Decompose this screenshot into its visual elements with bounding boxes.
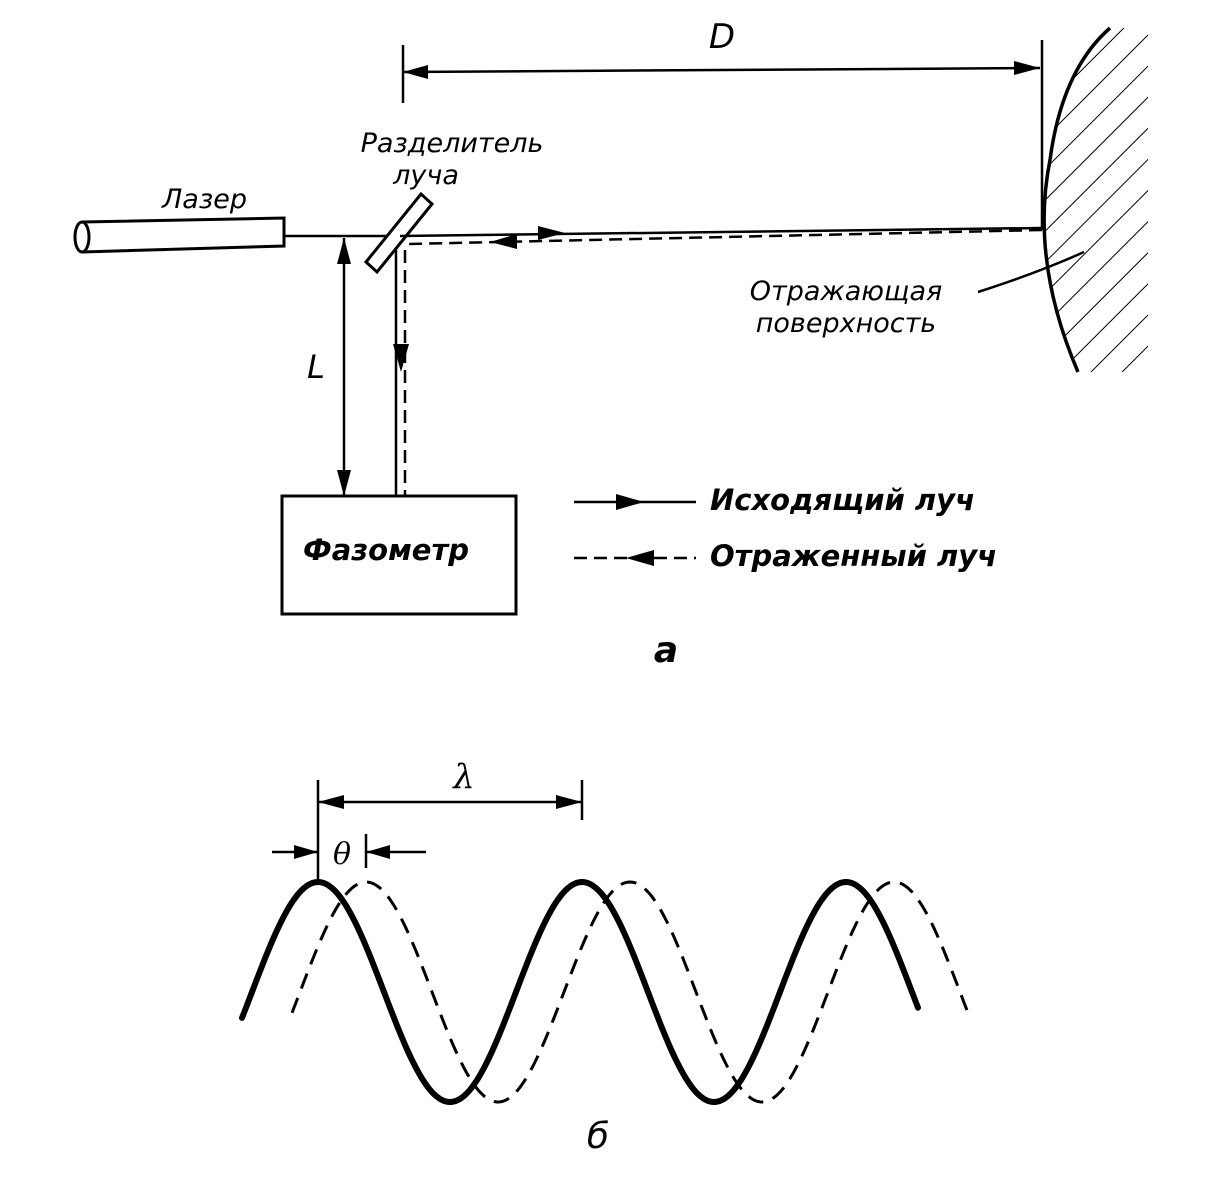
outgoing-beam <box>284 226 1043 240</box>
laser: Лазер <box>73 184 286 254</box>
beams-to-phasemeter <box>393 250 409 496</box>
reflected-beam <box>407 228 1043 249</box>
reflecting-surface-label-line1: Отражающая <box>750 276 942 307</box>
phasemeter: Фазометр <box>280 494 518 616</box>
laser-label: Лазер <box>161 184 247 215</box>
caption-b: б <box>587 1116 609 1157</box>
outgoing-wave <box>239 878 921 1106</box>
legend-reflected-label: Отраженный луч <box>710 539 997 573</box>
diagram-a: D Лазер Разделитель луча <box>73 17 1148 671</box>
legend-outgoing: Исходящий луч <box>574 483 975 517</box>
caption-a: а <box>654 630 678 671</box>
reflecting-surface-annotation: Отражающая поверхность <box>750 250 1085 339</box>
beam-splitter-label-line2: луча <box>392 160 459 191</box>
distance-d-dimension: D <box>401 17 1041 103</box>
legend: Исходящий луч Отраженный луч <box>574 483 997 573</box>
distance-l-label: L <box>307 348 325 386</box>
wavelength-label: λ <box>451 757 475 797</box>
phase-shift-dimension: θ <box>272 834 426 872</box>
beam-splitter-label-line1: Разделитель <box>361 128 544 159</box>
reflecting-surface-label-line2: поверхность <box>756 308 936 339</box>
reflected-wave <box>290 880 970 1104</box>
beam-splitter: Разделитель луча <box>361 128 544 275</box>
distance-l-dimension: L <box>307 238 351 496</box>
diagram-b: λ θ б <box>239 757 970 1157</box>
distance-d-label: D <box>709 17 735 57</box>
legend-outgoing-label: Исходящий луч <box>710 483 975 517</box>
phase-shift-label: θ <box>333 837 351 872</box>
reflecting-surface <box>1040 26 1148 373</box>
legend-reflected: Отраженный луч <box>574 539 997 573</box>
phasemeter-label: Фазометр <box>303 533 469 567</box>
wavelength-dimension: λ <box>316 757 584 880</box>
